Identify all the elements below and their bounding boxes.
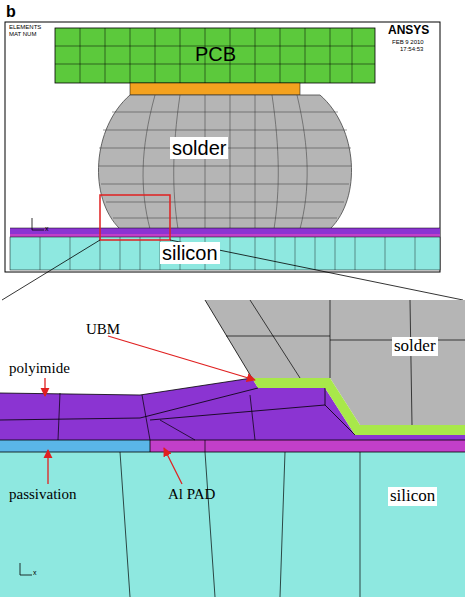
part-label: Al PAD	[168, 486, 215, 503]
plot-date: FEB 9 2010	[392, 39, 424, 46]
software-logo: ANSYS	[388, 24, 429, 37]
part-name: PCB	[195, 43, 236, 65]
solder-ball: solder	[90, 95, 360, 229]
part-label: passivation	[9, 486, 77, 503]
zoom-box	[100, 195, 170, 240]
silicon-die: silicon	[10, 237, 440, 270]
pcb-mesh	[55, 28, 375, 95]
part-name: solder	[392, 337, 438, 356]
layers-mesh	[10, 228, 440, 270]
pcb-board: PCB	[55, 28, 375, 83]
plot-time: 17:54:53	[400, 46, 423, 53]
plot-info: MAT NUM	[9, 31, 36, 38]
axis-triad	[32, 218, 44, 230]
solder-mesh	[98, 95, 351, 229]
zoom-lines	[2, 240, 463, 300]
axis-label: x	[33, 569, 37, 577]
axis-triad	[20, 563, 32, 575]
silicon-detail: silicon	[0, 452, 465, 597]
zoom-detail	[0, 300, 465, 597]
panel-letter: b	[6, 3, 16, 21]
plot-info: ELEMENTS	[9, 24, 41, 31]
part-label: UBM	[86, 321, 120, 338]
part-name: solder	[170, 137, 228, 159]
part-name: silicon	[388, 487, 437, 506]
part-label: polyimide	[9, 360, 70, 377]
part-name: silicon	[160, 242, 220, 264]
axis-label: x	[45, 225, 49, 233]
solder-detail: solder	[205, 300, 465, 425]
leader-arrows	[45, 336, 255, 484]
panel-frame	[5, 22, 440, 272]
